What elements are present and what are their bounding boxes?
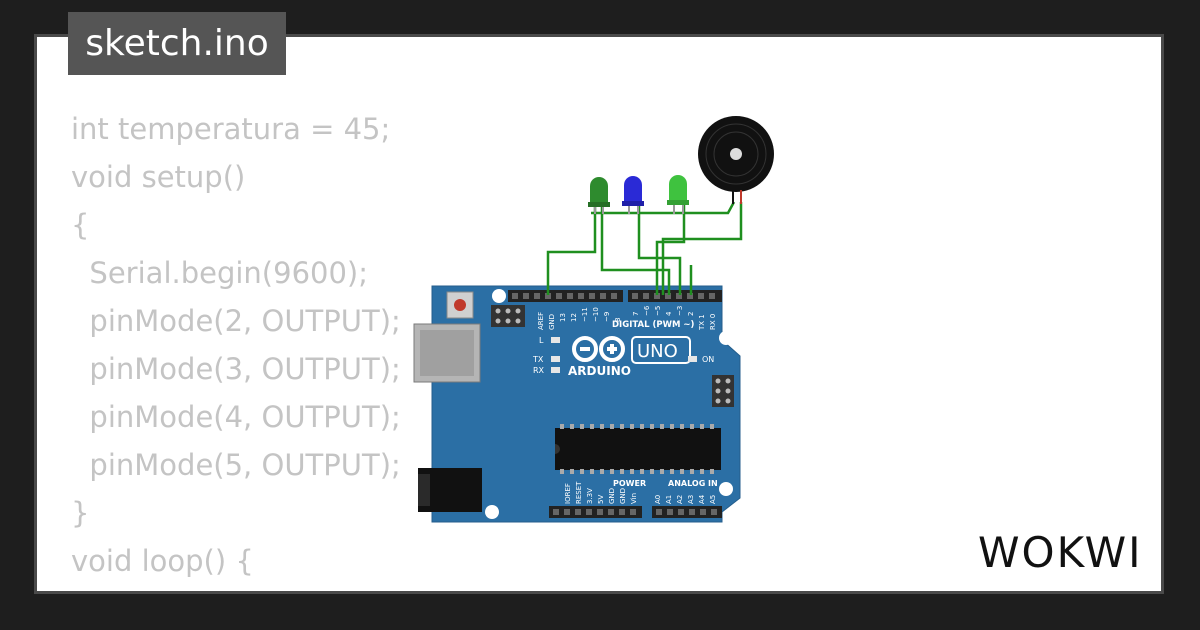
code-line: pinMode(4, OUTPUT); — [71, 400, 401, 434]
pin-label: IOREF — [564, 483, 572, 504]
pin-label: Vin — [630, 493, 638, 504]
power-label: POWER — [613, 479, 646, 488]
wires — [546, 201, 743, 295]
led-green-dark[interactable] — [588, 177, 610, 214]
header-pins — [512, 293, 715, 299]
pin-label: GND — [608, 488, 616, 504]
tx-led — [551, 356, 560, 362]
pin-label: A1 — [665, 495, 673, 504]
l-led — [551, 337, 560, 343]
model-badge — [631, 336, 691, 364]
code-line: void setup() — [71, 160, 246, 194]
pin-label: RESET — [575, 481, 583, 504]
icsp2-header — [712, 375, 734, 407]
code-editor: int temperatura = 45; void setup() { Seria… — [71, 105, 401, 585]
mounting-hole — [492, 289, 506, 303]
wire-gnd-rail — [591, 201, 736, 215]
top-pin-labels: AREF GND 13 12 ~11 ~10 ~9 8 7 ~6 ~5 4 ~3… — [537, 305, 717, 331]
code-line: void loop() { — [71, 544, 254, 578]
usb-port-inner — [420, 330, 474, 376]
mounting-hole — [719, 482, 733, 496]
pin-label: 3.3V — [586, 488, 594, 504]
pin-label: A5 — [709, 495, 717, 504]
on-led — [688, 356, 697, 362]
pin-label: ~5 — [654, 306, 662, 316]
pin-label: GND — [548, 314, 556, 330]
atmega-chip — [555, 424, 721, 474]
wokwi-logo: WOKWI — [978, 528, 1143, 577]
pin-label: GND — [619, 488, 627, 504]
model-label: UNO — [637, 341, 678, 362]
mounting-hole — [485, 505, 499, 519]
bottom-pin-labels: IOREF RESET 3.3V 5V GND GND Vin A0 A1 A2… — [564, 481, 717, 504]
pin-label: TX 1 — [698, 314, 706, 331]
bottom-header-pins — [553, 509, 717, 515]
arduino-uno-board[interactable]: AREF GND 13 12 ~11 ~10 ~9 8 7 ~6 ~5 4 ~3… — [413, 285, 741, 523]
pin-label: ~6 — [643, 305, 651, 316]
mounting-hole — [719, 331, 733, 345]
header-power — [549, 506, 642, 518]
code-line: { — [71, 208, 90, 242]
code-line: pinMode(3, OUTPUT); — [71, 352, 401, 386]
file-tab[interactable]: sketch.ino — [68, 12, 286, 75]
pin-label: ~9 — [603, 312, 611, 322]
l-label: L — [539, 336, 544, 345]
pin-label: A3 — [687, 495, 695, 504]
pin-label: 2 — [687, 312, 695, 316]
wire-led2 — [637, 206, 682, 295]
rx-led — [551, 367, 560, 373]
led-green-light[interactable] — [667, 175, 689, 214]
pin-label: ~3 — [676, 306, 684, 316]
rx-label: RX — [533, 366, 545, 375]
code-line: Serial.begin(9600); — [71, 256, 369, 290]
arduino-logo — [572, 336, 625, 362]
pin-label: 4 — [665, 311, 673, 316]
wire-buzzer — [661, 202, 743, 295]
power-jack-rim — [418, 474, 430, 506]
header-digital-low — [628, 290, 722, 302]
pin-label: 5V — [597, 495, 605, 504]
digital-label: DIGITAL (PWM ~) — [612, 320, 694, 330]
pin-label: ~11 — [581, 307, 589, 322]
pin-label: RX 0 — [709, 314, 717, 330]
code-line: pinMode(5, OUTPUT); — [71, 448, 401, 482]
tx-label: TX — [532, 355, 544, 364]
pin-label: ~10 — [592, 307, 600, 322]
reset-button-cap — [454, 299, 466, 311]
wire-led3 — [655, 205, 686, 295]
wire-led1 — [600, 206, 671, 295]
wire-gnd — [546, 206, 597, 295]
pin-label: AREF — [537, 312, 545, 330]
piezo-buzzer[interactable] — [698, 116, 774, 204]
icsp-header — [491, 305, 525, 327]
on-label: ON — [702, 355, 714, 364]
led-blue[interactable] — [622, 176, 644, 214]
pin-label: A0 — [654, 495, 662, 504]
pin-label: 7 — [632, 312, 640, 316]
pin-label: 12 — [570, 313, 578, 322]
pin-label: 8 — [614, 318, 622, 322]
pin-label: 13 — [559, 313, 567, 322]
code-line: pinMode(2, OUTPUT); — [71, 304, 401, 338]
code-line: } — [71, 496, 90, 530]
analog-label: ANALOG IN — [668, 479, 718, 488]
pin-label: A2 — [676, 495, 684, 504]
pin-label: A4 — [698, 494, 706, 504]
code-line: int temperatura = 45; — [71, 112, 391, 146]
brand-label: ARDUINO — [568, 364, 631, 378]
